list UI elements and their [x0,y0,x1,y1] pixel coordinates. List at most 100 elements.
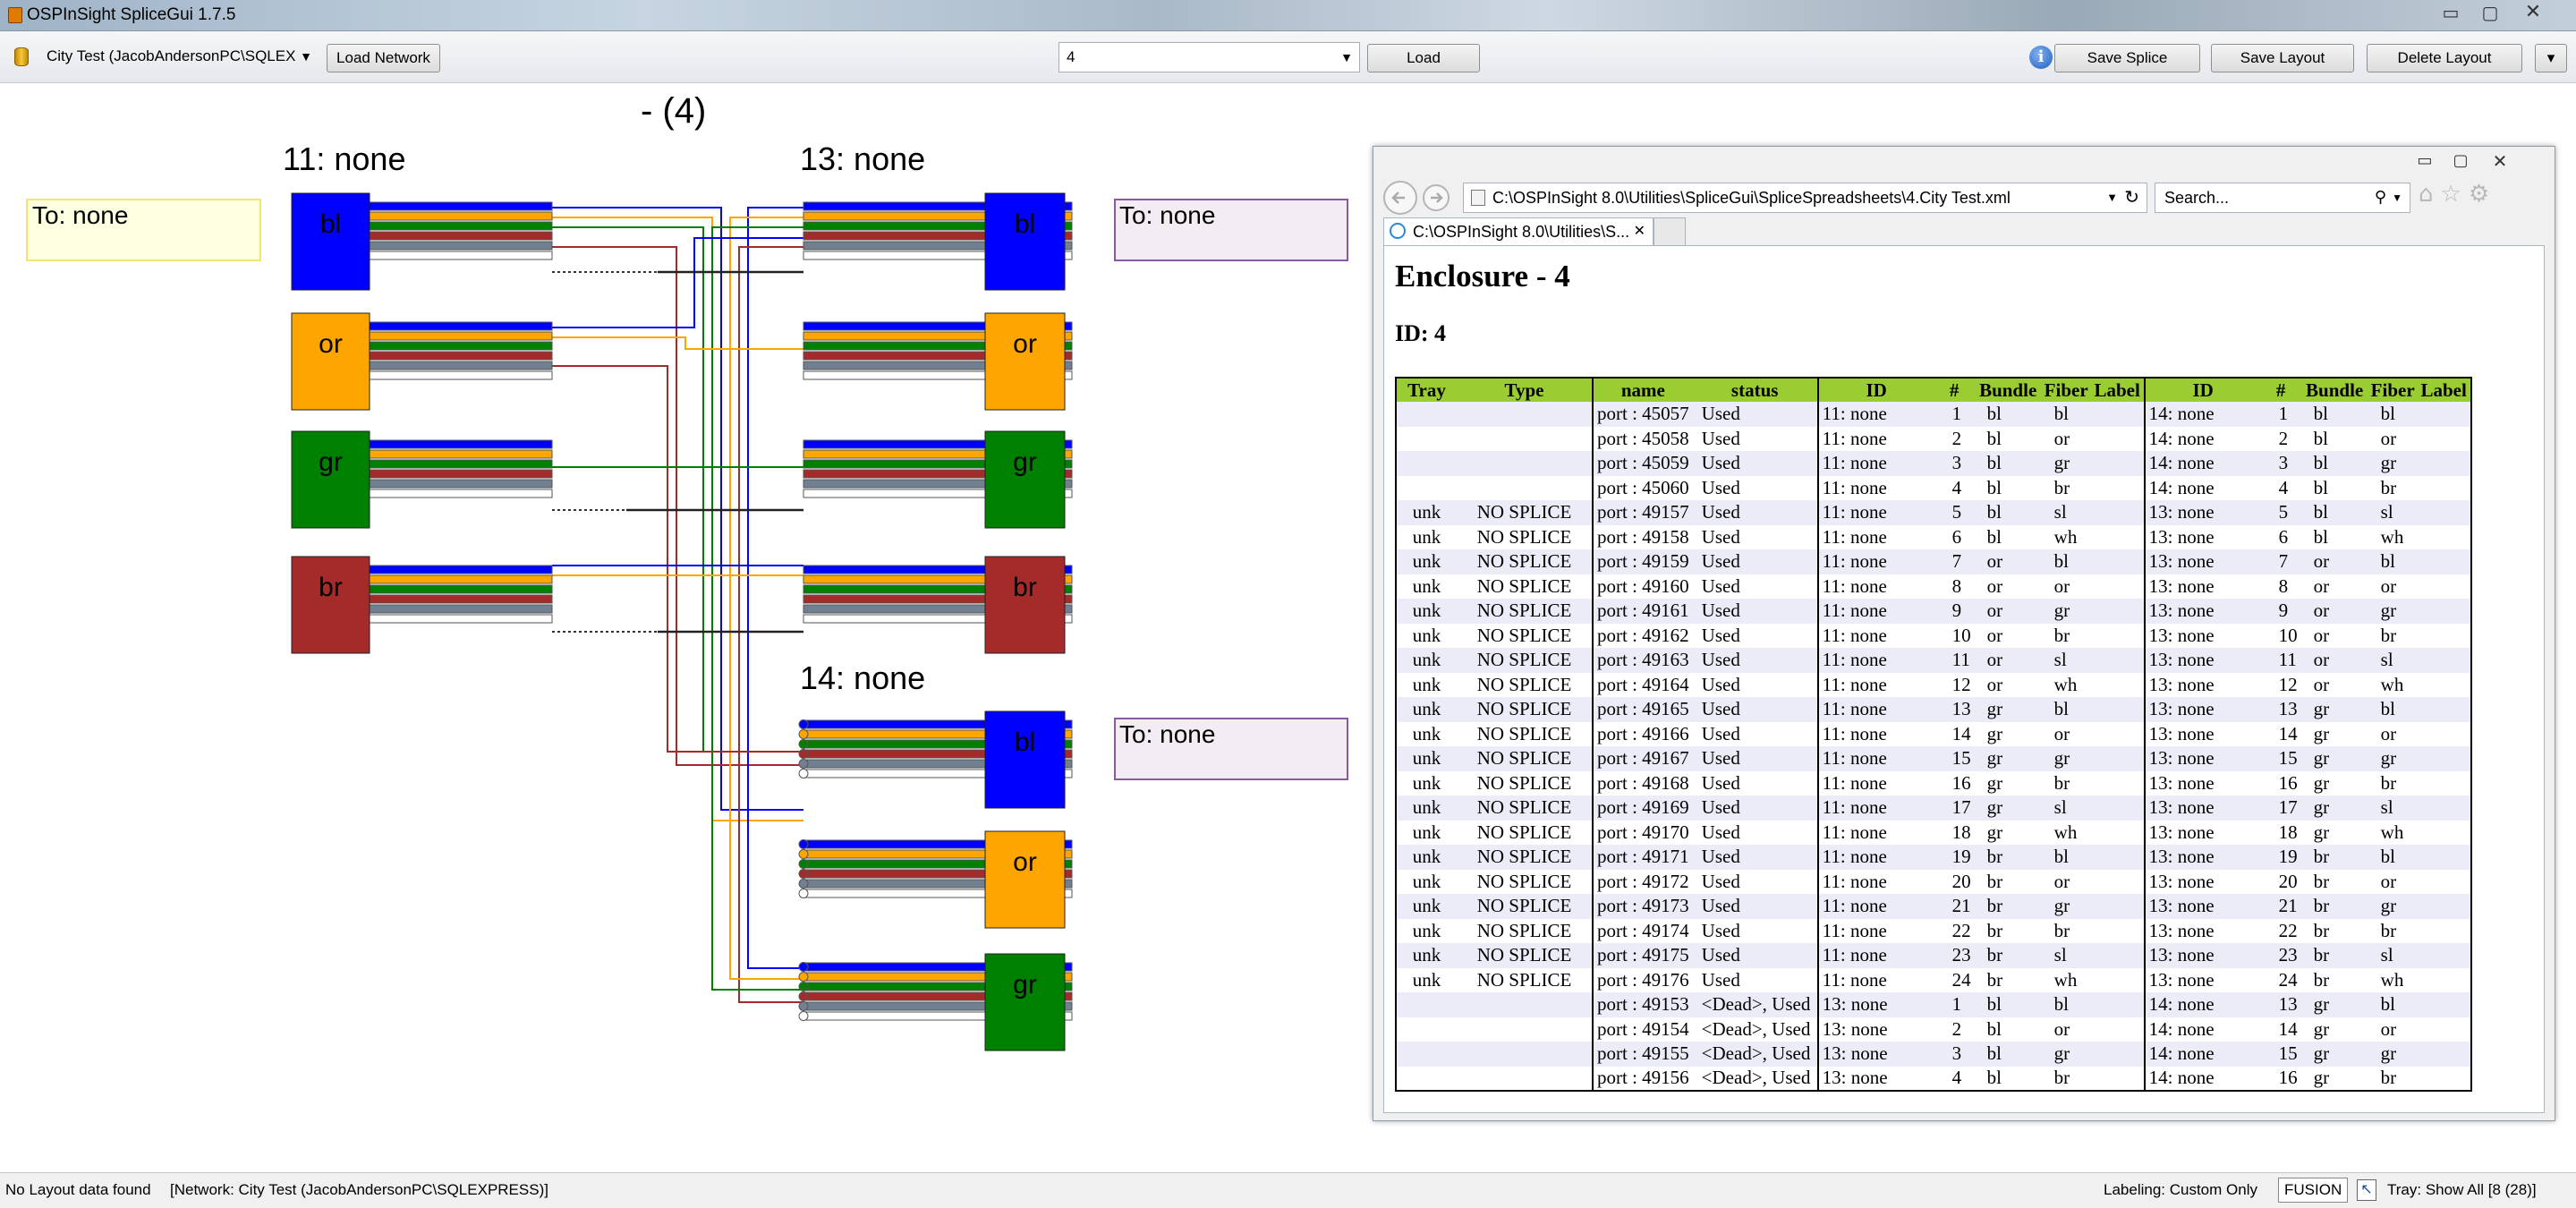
c11-t2-fiber-sl[interactable] [361,479,553,489]
browser-tab[interactable]: C:\OSPInSight 8.0\Utilities\S... ✕ [1383,217,1654,246]
c11-t1-fiber-wh[interactable] [361,370,553,380]
minimize-icon[interactable]: ▭ [2442,2,2460,23]
info-icon[interactable]: i [2029,46,2053,69]
cable-11-tube-gr[interactable] [291,430,370,529]
c14-t2-fiber-end-gr[interactable] [798,982,809,991]
c11-t1-fiber-or[interactable] [361,331,553,341]
c11-t2-fiber-bl[interactable] [361,439,553,449]
tab-close-icon[interactable]: ✕ [1633,224,1645,239]
c13-t0-fiber-br[interactable] [803,231,1073,241]
c13-t3-fiber-wh[interactable] [803,614,1073,624]
enclosure-combo[interactable]: 4 ▼ [1058,42,1360,72]
c14-t1-fiber-end-bl[interactable] [798,839,809,849]
c11-t1-fiber-bl[interactable] [361,321,553,331]
home-icon[interactable]: ⌂ [2419,181,2441,208]
save-splice-button[interactable]: Save Splice [2054,44,2200,72]
c14-t0-fiber-end-bl[interactable] [798,719,809,729]
favorites-icon[interactable]: ☆ [2440,181,2469,208]
c11-t0-fiber-sl[interactable] [361,241,553,251]
cable-13-tube-or[interactable] [984,312,1066,411]
cable-11-tube-bl[interactable] [291,192,370,291]
chevron-down-icon[interactable]: ▼ [2106,191,2118,204]
cable-11-tube-br[interactable] [291,556,370,654]
c11-t2-fiber-wh[interactable] [361,489,553,498]
cursor-icon[interactable]: ↖ [2357,1179,2376,1201]
new-tab-button[interactable] [1654,217,1686,245]
c13-t0-fiber-gr[interactable] [803,221,1073,231]
cable-14-tube-gr[interactable] [984,953,1066,1051]
c13-t1-fiber-or[interactable] [803,331,1073,341]
status-tray-text[interactable]: Tray: Show All [8 (28)] [2387,1181,2537,1198]
cable-11-tube-or[interactable] [291,312,370,411]
splice-wire[interactable] [747,207,803,969]
c11-t3-fiber-br[interactable] [361,594,553,604]
c13-t1-fiber-gr[interactable] [803,341,1073,351]
refresh-icon[interactable]: ↻ [2124,186,2139,208]
c13-t2-fiber-bl[interactable] [803,439,1073,449]
status-fusion-badge[interactable]: FUSION [2278,1178,2349,1203]
delete-layout-button[interactable]: Delete Layout [2367,44,2522,72]
c11-t1-fiber-gr[interactable] [361,341,553,351]
c11-t2-fiber-gr[interactable] [361,459,553,469]
maximize-icon[interactable]: ▢ [2453,151,2469,170]
c14-t0-fiber-end-sl[interactable] [798,759,809,769]
c13-t2-fiber-wh[interactable] [803,489,1073,498]
c11-t0-fiber-gr[interactable] [361,221,553,231]
cable-14-tube-bl[interactable] [984,710,1066,809]
c14-t1-fiber-end-gr[interactable] [798,859,809,869]
c14-t0-fiber-end-gr[interactable] [798,739,809,749]
cable-13-tube-bl[interactable] [984,192,1066,291]
gear-icon[interactable]: ⚙ [2468,181,2497,208]
load-button[interactable]: Load [1367,44,1480,72]
network-combo[interactable]: City Test (JacobAndersonPC\SQLEX ▼ [9,42,319,72]
c11-t1-fiber-br[interactable] [361,351,553,361]
cable-14-tube-or[interactable] [984,830,1066,929]
c13-t0-fiber-wh[interactable] [803,251,1073,260]
c11-t3-fiber-sl[interactable] [361,604,553,614]
c13-t3-fiber-gr[interactable] [803,584,1073,594]
c13-t2-fiber-or[interactable] [803,449,1073,459]
c14-t1-fiber-end-sl[interactable] [798,879,809,889]
c11-t0-fiber-or[interactable] [361,211,553,221]
status-labeling-text[interactable]: Labeling: Custom Only [2104,1181,2257,1198]
c11-t3-fiber-or[interactable] [361,574,553,584]
cable-13-tube-gr[interactable] [984,430,1066,529]
c13-t1-fiber-br[interactable] [803,351,1073,361]
splice-wire[interactable] [711,226,803,991]
c13-t1-fiber-sl[interactable] [803,361,1073,370]
load-network-button[interactable]: Load Network [327,44,440,72]
c11-t2-fiber-br[interactable] [361,469,553,479]
close-icon[interactable]: ✕ [2524,1,2542,23]
to-none-box-13[interactable] [1114,199,1348,261]
c14-t2-fiber-end-wh[interactable] [798,1011,809,1021]
c13-t2-fiber-sl[interactable] [803,479,1073,489]
to-none-box-14[interactable] [1114,718,1348,780]
splice-wire[interactable] [552,237,803,328]
c14-t1-fiber-end-br[interactable] [798,869,809,879]
chevron-down-icon[interactable]: ▼ [300,49,312,64]
c13-t0-fiber-bl[interactable] [803,201,1073,211]
close-icon[interactable]: ✕ [2492,150,2508,172]
splice-wire[interactable] [552,246,803,766]
search-icon[interactable]: ⚲ [2374,188,2386,207]
c13-t3-fiber-sl[interactable] [803,604,1073,614]
c11-t3-fiber-bl[interactable] [361,565,553,574]
c14-t2-fiber-end-or[interactable] [798,972,809,982]
c13-t2-fiber-gr[interactable] [803,459,1073,469]
c11-t0-fiber-wh[interactable] [361,251,553,260]
splice-wire[interactable] [552,217,803,821]
c14-t1-fiber-end-wh[interactable] [798,889,809,898]
c11-t0-fiber-bl[interactable] [361,201,553,211]
c13-t0-fiber-or[interactable] [803,211,1073,221]
c13-t0-fiber-sl[interactable] [803,241,1073,251]
splice-wire[interactable] [552,336,803,350]
c11-t3-fiber-wh[interactable] [361,614,553,624]
search-input[interactable]: Search... ⚲ ▼ [2155,183,2410,213]
more-dropdown-button[interactable]: ▾ [2535,44,2567,72]
c13-t3-fiber-br[interactable] [803,594,1073,604]
c13-t1-fiber-wh[interactable] [803,370,1073,380]
chevron-down-icon[interactable]: ▼ [1340,50,1353,64]
c13-t1-fiber-bl[interactable] [803,321,1073,331]
to-none-box-11[interactable] [26,199,261,261]
